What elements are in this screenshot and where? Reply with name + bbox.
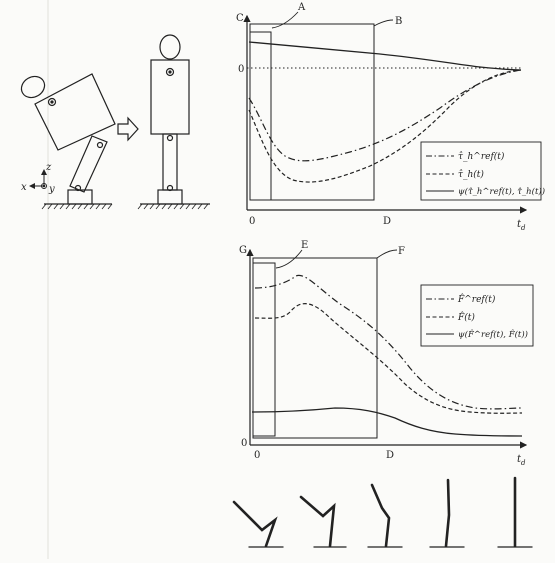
bottom-label-f: F — [398, 246, 405, 257]
top-x-axis-sub: d — [521, 224, 526, 232]
bottom-legend-box — [420, 284, 534, 347]
top-region-a — [249, 31, 272, 201]
top-legend: τ̂_h^ref(t) τ̂_h(t) ψ(τ̂_h^ref(t), τ̂_h(… — [420, 141, 545, 201]
bottom-y-zero-label: 0 — [241, 438, 247, 449]
crouched-torso-joint — [47, 97, 57, 107]
bottom-leader-e — [275, 249, 303, 269]
standing-knee-joint — [166, 134, 174, 142]
top-x-axis-letter: t — [517, 219, 522, 230]
bottom-leader-f — [376, 249, 398, 259]
stick-figure-pose-3 — [367, 483, 403, 548]
standing-foot — [157, 189, 183, 205]
coordinate-axes — [29, 169, 47, 189]
ground-hatch-right — [137, 203, 209, 210]
top-legend-reference: τ̂_h^ref(t) — [458, 151, 505, 162]
ground-hatch-left — [41, 203, 113, 210]
top-x-zero-label: 0 — [249, 216, 255, 227]
chart-top: C A B 0 0 D td τ̂_h^ref(t) τ̂_h(t) ψ(τ̂_… — [236, 2, 545, 232]
chart-bottom: G E F 0 0 D td F̂^ref(t) F̂(t) ψ(F̂^ref(… — [239, 240, 534, 467]
bottom-legend-psi: ψ(F̂^ref(t), F̂(t)) — [458, 328, 528, 340]
transition-arrow-icon — [117, 116, 139, 142]
stick-figure-pose-1 — [232, 500, 284, 548]
bottom-label-d: D — [386, 450, 394, 461]
stick-figure-pose-5 — [497, 476, 533, 548]
crouched-head — [20, 75, 46, 99]
bottom-x-zero-label: 0 — [254, 450, 260, 461]
crouched-shank — [69, 135, 108, 193]
top-curve-actual — [248, 69, 522, 183]
stick-figure-sequence — [232, 476, 533, 548]
stick-figure-pose-4 — [429, 478, 465, 548]
crouched-foot — [67, 189, 93, 205]
top-legend-actual: τ̂_h(t) — [458, 169, 484, 180]
top-leader-a — [271, 11, 299, 29]
top-x-axis-label: td — [517, 219, 526, 232]
top-leader-b — [373, 19, 394, 27]
bottom-label-e: E — [301, 240, 308, 251]
bottom-corner-label: G — [239, 245, 247, 256]
bottom-x-axis-letter: t — [517, 454, 522, 465]
standing-leg — [162, 133, 178, 191]
axis-z-label: z — [45, 162, 52, 173]
top-region-b — [249, 23, 375, 201]
top-corner-label: C — [236, 13, 244, 24]
bottom-legend-actual: F̂(t) — [457, 311, 475, 323]
top-legend-psi: ψ(τ̂_h^ref(t), τ̂_h(t)) — [458, 186, 545, 197]
bottom-curve-reference — [254, 274, 523, 410]
top-curve-psi — [248, 41, 522, 71]
bottom-x-axis-label: td — [517, 454, 526, 467]
top-label-d: D — [383, 216, 391, 227]
bottom-region-e — [252, 262, 276, 437]
bottom-curve-psi — [251, 407, 523, 437]
crouched-torso — [34, 73, 116, 151]
axis-x-label: x — [21, 182, 27, 193]
top-legend-box — [420, 141, 542, 201]
bottom-legend-reference: F̂^ref(t) — [457, 293, 496, 305]
top-curve-reference — [248, 69, 522, 162]
top-y-zero-label: 0 — [238, 64, 244, 75]
top-label-a: A — [297, 2, 306, 13]
robot-illustration: z x y — [20, 34, 210, 210]
axis-y-label: y — [48, 184, 55, 195]
top-label-b: B — [395, 16, 402, 27]
bottom-region-f — [252, 257, 378, 439]
bottom-x-axis-sub: d — [521, 459, 526, 467]
bottom-curve-actual — [254, 303, 523, 414]
standing-robot — [150, 34, 190, 205]
standing-head — [159, 34, 181, 60]
bottom-legend: F̂^ref(t) F̂(t) ψ(F̂^ref(t), F̂(t)) — [420, 284, 534, 347]
crouched-robot — [20, 73, 116, 205]
stick-figure-pose-2 — [299, 495, 347, 548]
crouched-knee-joint — [96, 141, 104, 149]
